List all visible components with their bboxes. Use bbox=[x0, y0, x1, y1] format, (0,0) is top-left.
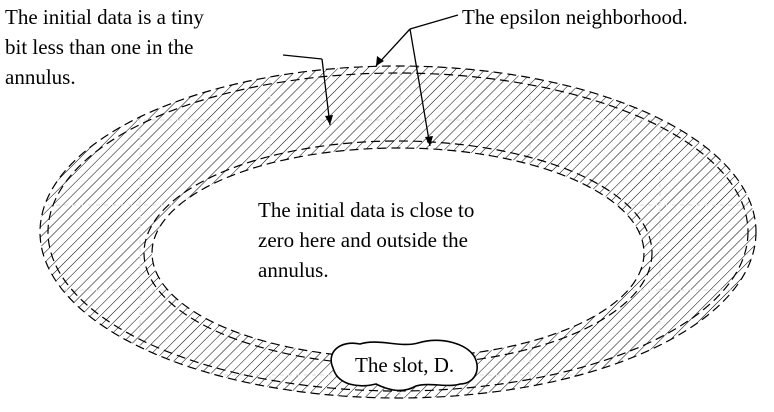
annulus-note-line-1: The initial data is a tiny bbox=[5, 5, 204, 29]
arrow-heads bbox=[325, 56, 433, 146]
center-note-line-2: zero here and outside the bbox=[258, 228, 468, 252]
annulus-note-line-3: annulus. bbox=[5, 65, 76, 89]
leader-arrows bbox=[282, 14, 459, 147]
slot-d-region bbox=[330, 339, 478, 392]
epsilon-note-line: The epsilon neighborhood. bbox=[462, 5, 688, 29]
epsilon-note: The epsilon neighborhood. bbox=[462, 2, 688, 32]
center-note: The initial data is close to zero here a… bbox=[258, 195, 474, 285]
annulus-hatched-region bbox=[39, 65, 756, 399]
center-note-line-3: annulus. bbox=[258, 258, 329, 282]
annulus-note-line-2: bit less than one in the bbox=[5, 35, 194, 59]
center-note-line-1: The initial data is close to bbox=[258, 198, 475, 222]
annulus-note: The initial data is a tiny bit less than… bbox=[5, 2, 204, 92]
slot-note-line: The slot, D. bbox=[355, 353, 455, 377]
slot-note: The slot, D. bbox=[355, 350, 454, 380]
